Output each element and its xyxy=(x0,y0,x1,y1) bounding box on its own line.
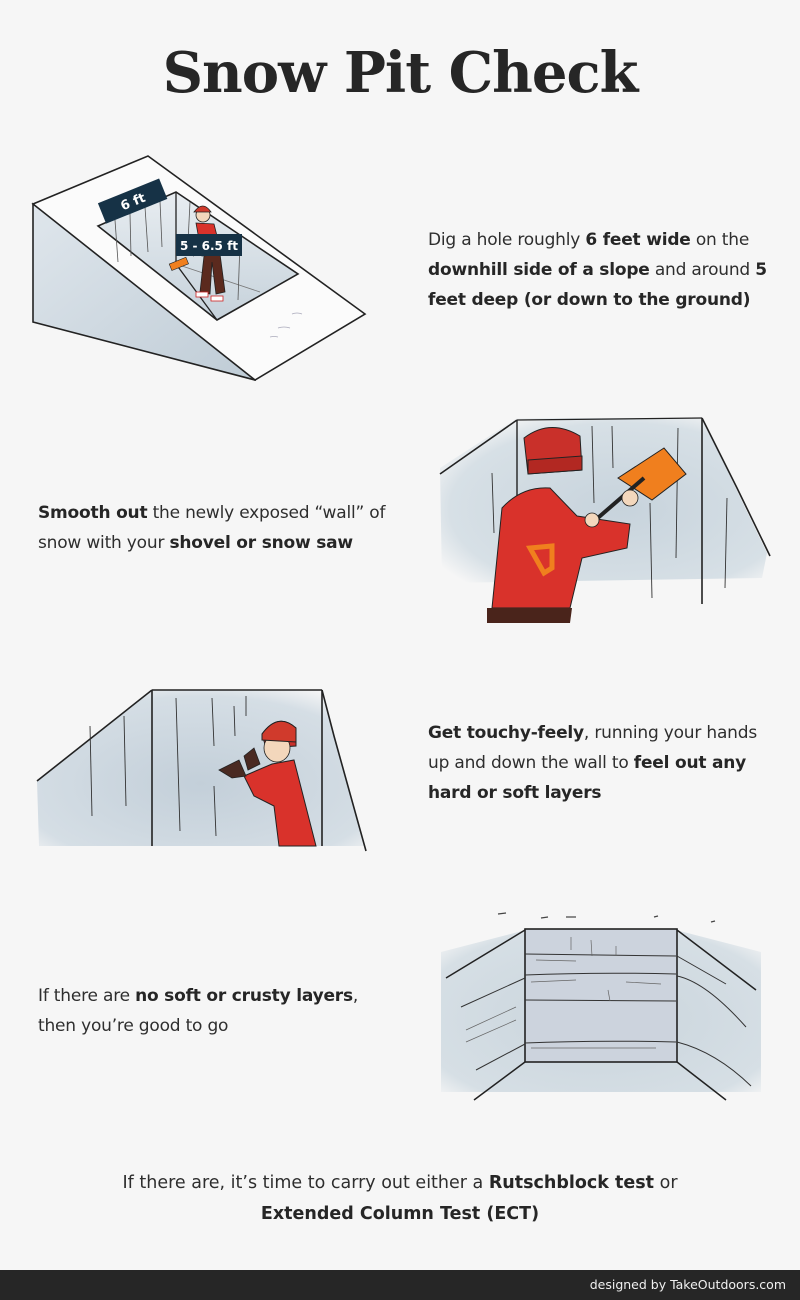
ect-term: Extended Column Test (ECT) xyxy=(260,1204,540,1224)
step-1-text: Dig a hole roughly 6 feet wide on the do… xyxy=(428,230,767,310)
depth-label: 5 - 6.5 ft xyxy=(180,239,238,253)
rutschblock-test-term: Rutschblock test xyxy=(488,1173,655,1193)
closing-note: If there are, it’s time to carry out eit… xyxy=(122,1173,678,1224)
page-title: Snow Pit Check xyxy=(162,40,639,106)
step-2-text: Smooth out the newly exposed “wall” of s… xyxy=(38,503,386,553)
snow-layers-wall-illustration xyxy=(441,912,761,1101)
digging-pit-illustration: 6 ft 5 - 6.5 ft xyxy=(31,155,367,382)
footer-bar: designed by TakeOutdoors.com xyxy=(0,1270,800,1300)
feeling-layers-illustration xyxy=(36,689,367,852)
smoothing-wall-illustration xyxy=(439,417,771,623)
step-4-text: If there are no soft or crusty layers, t… xyxy=(38,986,359,1036)
footer-credit: designed by TakeOutdoors.com xyxy=(589,1277,786,1292)
step-3-text: Get touchy-feely, running your hands up … xyxy=(428,723,757,803)
